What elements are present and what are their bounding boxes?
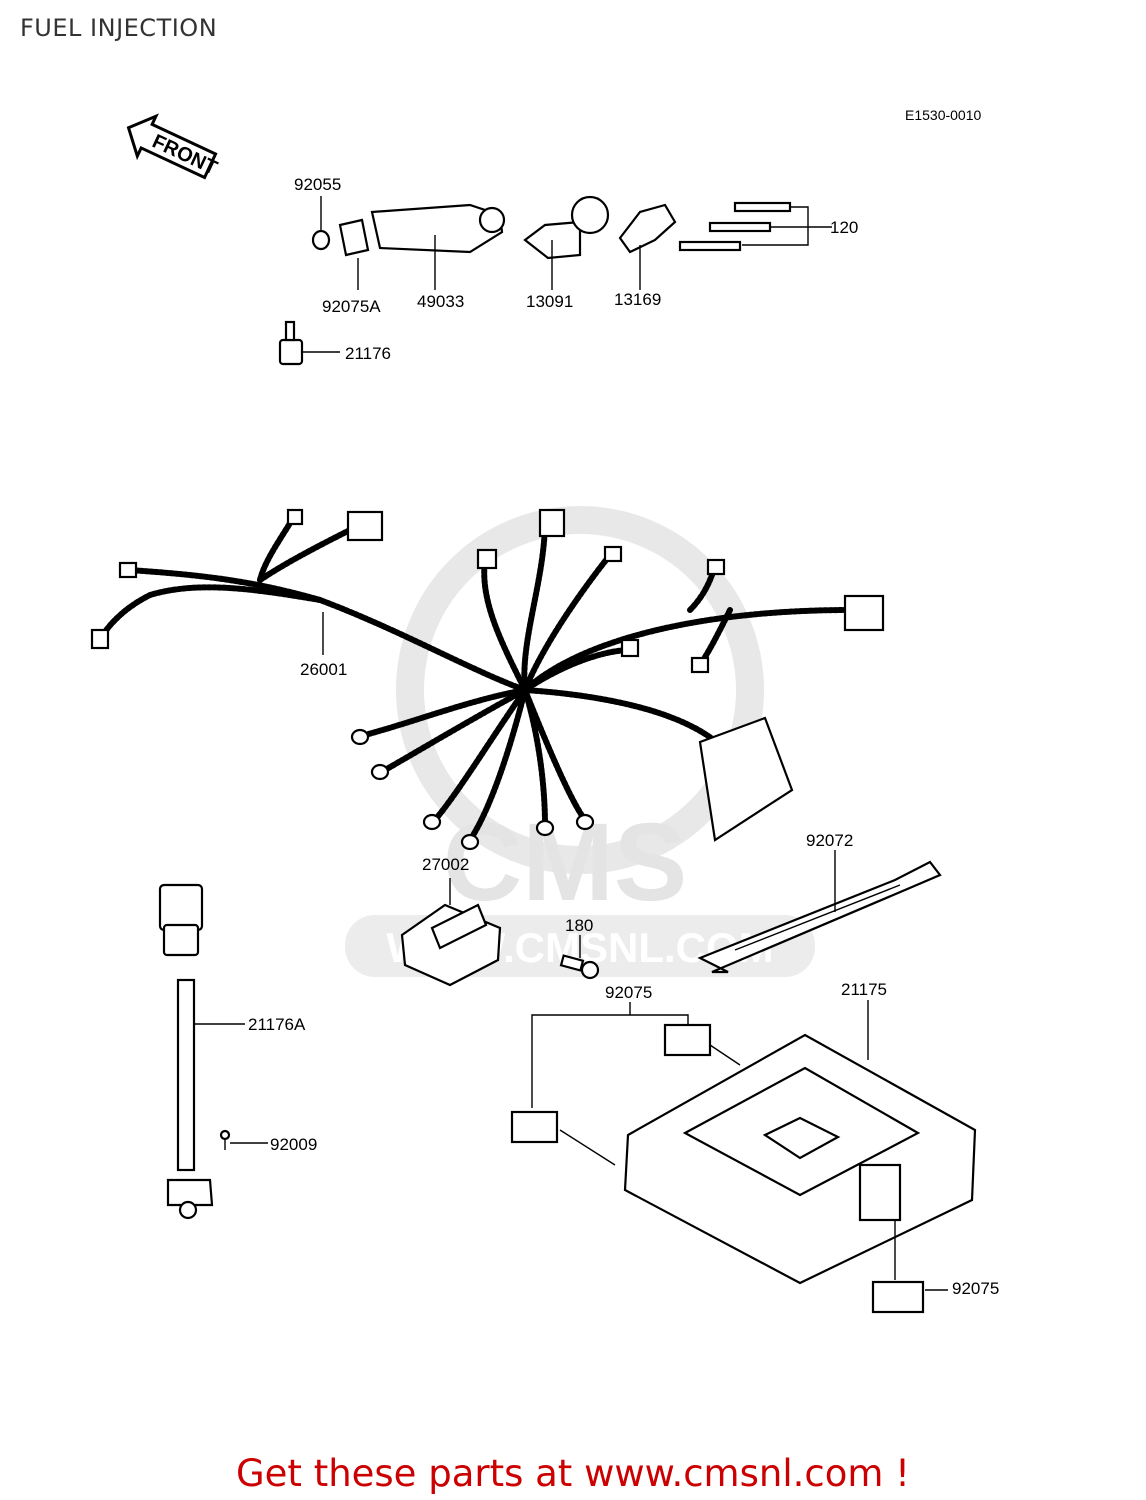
cap-92055 [311, 229, 331, 251]
ecu-connector [698, 716, 794, 842]
front-label: FRONT [149, 130, 221, 179]
label-26001: 26001 [300, 660, 347, 679]
label-27002: 27002 [422, 855, 469, 874]
label-21176: 21176 [345, 344, 391, 363]
sensor-21176 [278, 338, 304, 366]
seal-13169 [618, 203, 677, 254]
bolt-120-a [733, 201, 792, 213]
bolt-120-b [708, 221, 772, 233]
ecu-21175 [623, 1033, 977, 1285]
throttle-parts [278, 195, 792, 366]
label-13169: 13169 [614, 290, 661, 309]
label-92072: 92072 [806, 831, 853, 850]
body-49033 [370, 203, 504, 254]
label-92055: 92055 [294, 175, 341, 194]
mount-92075-b [510, 1110, 559, 1144]
mount-92075-d [858, 1163, 902, 1222]
label-21175: 21175 [841, 980, 887, 999]
relay-27002 [400, 903, 502, 987]
label-92009: 92009 [270, 1135, 317, 1154]
label-49033: 49033 [417, 292, 464, 311]
label-21176a: 21176A [248, 1015, 306, 1034]
front-arrow: FRONT [126, 113, 221, 180]
label-120: 120 [830, 218, 858, 237]
mount-92075-a [663, 1023, 712, 1057]
label-13091: 13091 [526, 292, 573, 311]
bolt-120-c [678, 240, 742, 252]
label-92075a: 92075A [322, 297, 381, 316]
watermark-ring [396, 506, 764, 874]
wiring-harness-26001 [90, 508, 885, 851]
bolt-180 [559, 954, 600, 980]
mount-92075-c [871, 1280, 925, 1314]
footer-link[interactable]: Get these parts at www.cmsnl.com ! [235, 1452, 910, 1495]
diagram-reference: E1530-0010 [905, 107, 982, 123]
label-92075-bottom: 92075 [952, 1279, 999, 1298]
collar-92075a [338, 218, 370, 257]
sensor-21176a [158, 883, 214, 1220]
screw-92009 [219, 1129, 231, 1150]
strap-92072 [697, 860, 942, 974]
page-title: FUEL INJECTION [20, 14, 218, 42]
label-92075-top: 92075 [605, 983, 652, 1002]
label-180: 180 [565, 916, 593, 935]
